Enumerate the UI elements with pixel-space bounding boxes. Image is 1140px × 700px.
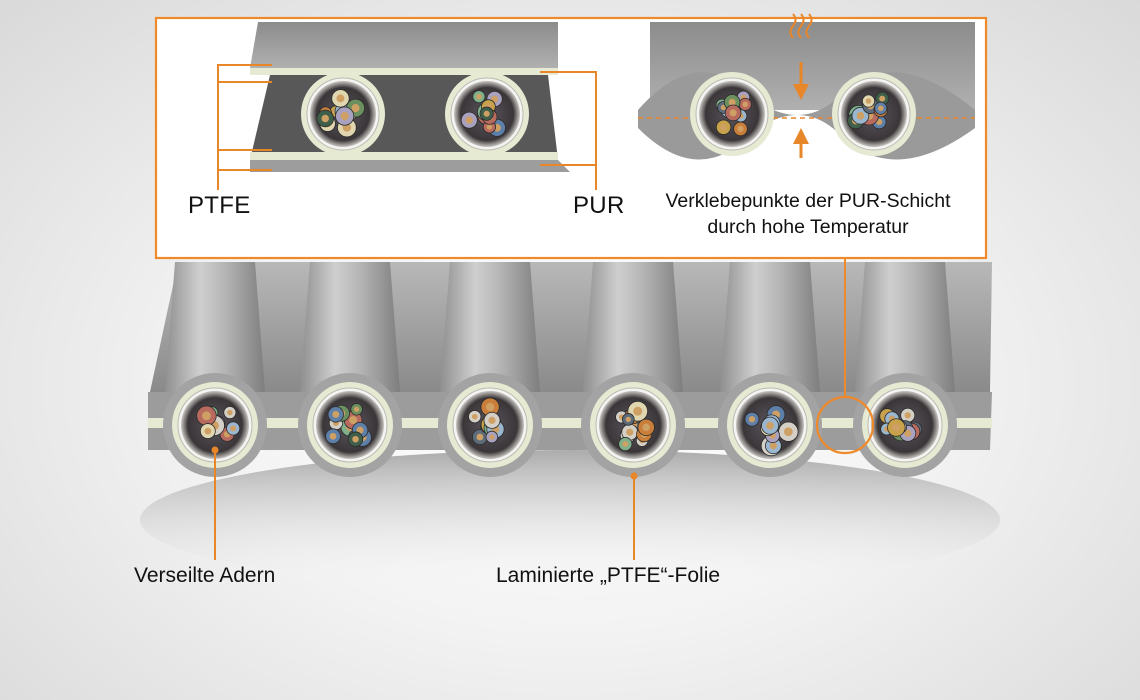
inset-top-ptfe	[250, 68, 558, 75]
conductor-copper	[351, 104, 360, 113]
conductor-copper	[642, 423, 650, 432]
cable-shadow	[140, 450, 1000, 590]
inset-bottom-ptfe	[250, 152, 558, 160]
conductor-copper	[877, 105, 884, 112]
conductor-copper	[352, 435, 359, 443]
conductor-copper	[626, 428, 634, 436]
rib-2	[300, 262, 400, 392]
foil-callout-dot	[630, 472, 638, 480]
conductor-copper	[865, 98, 872, 104]
bond-note-line-1: Verklebepunkte der PUR-Schicht	[665, 190, 951, 212]
conductor-copper	[227, 409, 233, 416]
conductor-copper	[485, 402, 495, 412]
conductor-copper	[321, 114, 329, 123]
conductor-copper	[483, 110, 490, 117]
inset-bonded	[638, 13, 975, 160]
pur-bracket	[540, 71, 597, 190]
conductor-copper	[476, 433, 484, 441]
inset-core-right-2	[832, 72, 916, 156]
cable-cross-sections	[148, 373, 992, 477]
conductor-copper	[356, 426, 364, 434]
cross-section-3	[447, 382, 533, 468]
conductor-copper	[625, 416, 631, 423]
rib-4	[583, 262, 683, 392]
press-arrow-bottom-head	[793, 128, 809, 144]
conductor-copper	[329, 432, 337, 440]
conductor-copper	[856, 111, 865, 120]
conductor-copper	[742, 101, 748, 108]
conductor-copper	[904, 412, 911, 419]
conductor-copper	[465, 116, 473, 124]
conductor-copper	[204, 427, 212, 435]
heat-icon	[789, 13, 813, 39]
rib-3	[440, 262, 540, 392]
conductor-copper	[471, 413, 478, 420]
rib-1	[165, 262, 265, 392]
cross-section-1	[172, 382, 258, 468]
press-arrow-top-head	[793, 84, 809, 100]
inset-layer-split	[217, 22, 597, 190]
conductor-copper	[489, 434, 495, 440]
conductor-copper	[720, 123, 727, 131]
conductor-copper	[622, 441, 629, 448]
inset-core-right-1	[690, 72, 774, 156]
conductor-copper	[904, 429, 912, 437]
conductor-copper	[748, 416, 756, 423]
conductor-copper	[879, 95, 886, 102]
rib-5	[720, 262, 820, 392]
label-bond-note: Verklebepunkte der PUR-Schicht durch hoh…	[632, 188, 984, 240]
cross-section-4	[590, 382, 676, 468]
cross-section-5	[727, 382, 813, 468]
inset-core-left-2	[445, 72, 529, 156]
conductor-copper	[476, 93, 482, 100]
bond-note-line-2: durch hohe Temperatur	[707, 216, 909, 238]
conductor-copper	[353, 406, 360, 412]
cross-section-2	[307, 382, 393, 468]
inset-core-left-1	[301, 72, 385, 156]
conductor-copper	[202, 411, 211, 421]
inset-top-slab	[250, 22, 558, 68]
cross-section-6	[862, 382, 948, 468]
conductor-copper	[769, 442, 777, 450]
conductor-copper	[720, 104, 727, 111]
conductor-copper	[892, 423, 901, 432]
label-stranded-cores: Verseilte Adern	[134, 564, 276, 587]
conductor-copper	[486, 124, 493, 130]
cores-callout-dot	[211, 446, 219, 454]
ptfe-layer-strip	[148, 418, 992, 428]
label-laminated-foil: Laminierte „PTFE“-Folie	[496, 564, 721, 587]
conductor-copper	[336, 94, 345, 103]
label-ptfe: PTFE	[188, 192, 251, 219]
cable-ribs	[165, 262, 955, 392]
conductor-copper	[737, 125, 744, 132]
ptfe-bracket	[217, 64, 272, 190]
inset-bottom-slab	[250, 160, 570, 172]
conductor-copper	[488, 416, 496, 424]
conductor-copper	[332, 410, 340, 418]
conductor-copper	[633, 406, 643, 416]
conductor-copper	[729, 109, 737, 117]
rib-6	[855, 262, 955, 392]
conductor-copper	[766, 421, 774, 430]
conductor-copper	[728, 98, 736, 106]
label-pur: PUR	[573, 192, 625, 219]
conductor-copper	[230, 425, 237, 432]
conductor-copper	[349, 416, 358, 425]
conductor-copper	[783, 427, 793, 437]
conductor-copper	[340, 112, 349, 121]
